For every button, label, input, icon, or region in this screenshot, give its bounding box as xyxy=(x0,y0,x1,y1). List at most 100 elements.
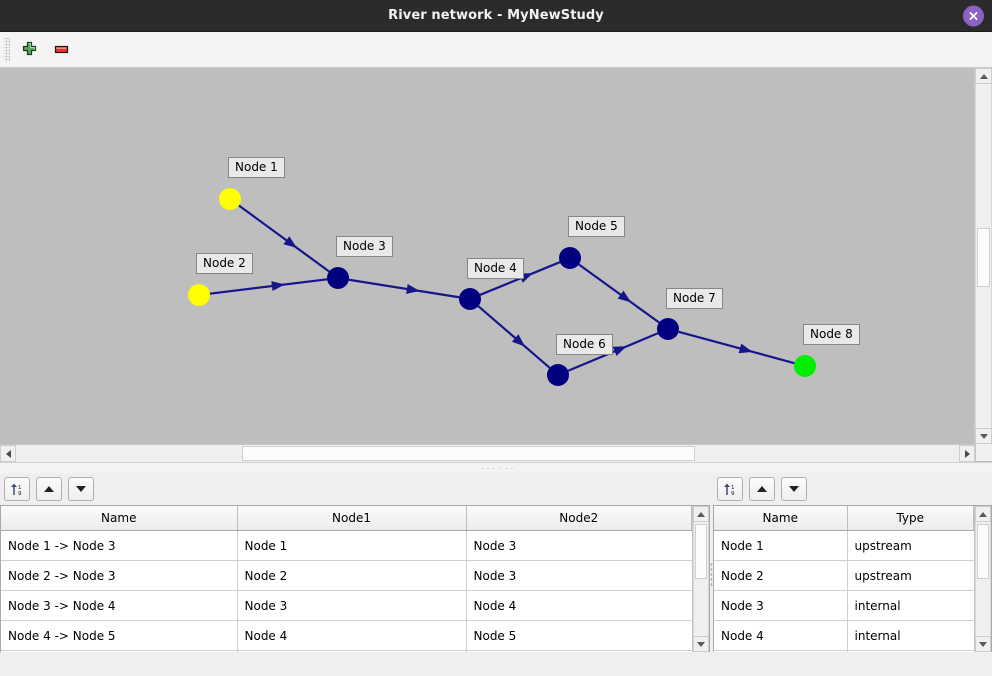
node-row-cell-name[interactable]: Node 1 xyxy=(714,530,848,561)
add-node-button[interactable] xyxy=(13,35,45,65)
reaches-scroll-down-button[interactable] xyxy=(693,636,709,652)
delete-node-button[interactable] xyxy=(45,35,77,65)
reach-row-cell-name[interactable]: Node 3 -> Node 4 xyxy=(1,590,238,621)
canvas-scroll-right-button[interactable] xyxy=(959,445,975,462)
nodes-vertical-track[interactable] xyxy=(975,522,991,636)
reaches-vertical-track[interactable] xyxy=(693,522,709,636)
canvas-horizontal-track[interactable] xyxy=(16,445,959,462)
node-row-cell-name[interactable]: Node 4 xyxy=(714,620,848,651)
svg-text:1: 1 xyxy=(18,485,22,491)
nodes-scroll-down-button[interactable] xyxy=(975,636,991,652)
node-row-cell-type[interactable]: internal xyxy=(847,620,974,651)
reaches-vertical-thumb[interactable] xyxy=(695,524,707,579)
graph-node[interactable] xyxy=(459,288,481,310)
graph-node[interactable] xyxy=(327,267,349,289)
graph-node[interactable] xyxy=(188,284,210,306)
nodes-scroll-up-button[interactable] xyxy=(975,506,991,522)
close-button[interactable] xyxy=(963,5,984,26)
nodes-move-up-button[interactable] xyxy=(749,477,775,501)
graph-edge[interactable] xyxy=(238,204,330,273)
reaches-col-node2[interactable]: Node2 xyxy=(466,506,692,531)
nodes-toolbar: 1 9 xyxy=(713,473,992,505)
canvas-horizontal-thumb[interactable] xyxy=(242,446,695,461)
reaches-move-down-button[interactable] xyxy=(68,477,94,501)
nodes-sort-button[interactable]: 1 9 xyxy=(717,477,743,501)
canvas-vertical-track[interactable] xyxy=(975,84,992,428)
graph-edge[interactable] xyxy=(678,330,795,365)
nodes-col-name[interactable]: Name xyxy=(714,506,848,531)
graph-node[interactable] xyxy=(219,188,241,210)
river-network-canvas[interactable]: Node 1 Node 2 Node 3 Node 4 Node 5 Node 6 Node… xyxy=(0,68,974,444)
graph-node-label[interactable]: Node 4 xyxy=(467,258,524,279)
reach-row-cell-name[interactable]: Node 1 -> Node 3 xyxy=(1,530,238,561)
reaches-sort-button[interactable]: 1 9 xyxy=(4,477,30,501)
graph-edge[interactable] xyxy=(567,332,659,372)
graph-node-label[interactable]: Node 1 xyxy=(228,157,285,178)
nodes-vertical-scrollbar[interactable] xyxy=(974,506,991,652)
reaches-col-node1[interactable]: Node1 xyxy=(237,506,467,531)
graph-edge[interactable] xyxy=(578,263,660,324)
node-row-cell-name[interactable]: Node 2 xyxy=(714,560,848,591)
reach-row-cell-name[interactable]: Node 4 -> Node 5 xyxy=(1,620,238,651)
canvas-scroll-down-button[interactable] xyxy=(975,428,992,444)
graph-node-label[interactable]: Node 2 xyxy=(196,253,253,274)
reaches-col-name[interactable]: Name xyxy=(1,506,238,531)
reach-row-cell-name[interactable]: Node 2 -> Node 3 xyxy=(1,560,238,591)
graph-edge[interactable] xyxy=(348,278,460,299)
canvas-scroll-left-button[interactable] xyxy=(0,445,16,462)
edge-arrow-icon xyxy=(738,343,753,354)
nodes-move-down-button[interactable] xyxy=(781,477,807,501)
vertical-splitter[interactable] xyxy=(710,473,713,676)
reach-row-cell-node2[interactable]: Node 3 xyxy=(466,530,692,561)
graph-node-label[interactable]: Node 8 xyxy=(803,324,860,345)
graph-node[interactable] xyxy=(657,318,679,340)
canvas-horizontal-scrollbar[interactable] xyxy=(0,444,975,462)
reach-row-cell-node2[interactable]: Node 4 xyxy=(466,590,692,621)
reaches-scroll-up-button[interactable] xyxy=(693,506,709,522)
reach-row-cell-node1[interactable]: Node 3 xyxy=(237,590,467,621)
graph-node-label[interactable]: Node 5 xyxy=(568,216,625,237)
toolbar-grip[interactable] xyxy=(4,37,10,62)
graph-node-label[interactable]: Node 6 xyxy=(556,334,613,355)
canvas-vertical-scrollbar[interactable] xyxy=(974,68,992,444)
graph-node-label[interactable]: Node 3 xyxy=(336,236,393,257)
arrow-up-icon xyxy=(757,486,767,492)
graph-node[interactable] xyxy=(559,247,581,269)
node-row-cell-type[interactable]: upstream xyxy=(847,560,974,591)
nodes-header-row: Name Type xyxy=(714,506,974,531)
nodes-vertical-thumb[interactable] xyxy=(977,524,989,579)
canvas-scroll-up-button[interactable] xyxy=(975,68,992,84)
graph-node[interactable] xyxy=(794,355,816,377)
reaches-move-up-button[interactable] xyxy=(36,477,62,501)
reach-row-cell-node1[interactable]: Node 1 xyxy=(237,530,467,561)
reach-row-empty xyxy=(1,650,692,652)
graph-node-label[interactable]: Node 7 xyxy=(666,288,723,309)
graph-edge[interactable] xyxy=(209,278,328,295)
reach-row-cell-node1[interactable]: Node 4 xyxy=(237,620,467,651)
node-row-cell-type[interactable]: upstream xyxy=(847,530,974,561)
graph-edge[interactable] xyxy=(477,305,551,369)
reach-row-cell-node1[interactable]: Node 2 xyxy=(237,560,467,591)
reach-row-cell-node2[interactable]: Node 5 xyxy=(466,620,692,651)
graph-node[interactable] xyxy=(547,364,569,386)
nodes-col-type[interactable]: Type xyxy=(847,506,974,531)
arrow-down-icon xyxy=(789,486,799,492)
reaches-vertical-scrollbar[interactable] xyxy=(692,506,709,652)
reach-row-cell-node2[interactable]: Node 3 xyxy=(466,560,692,591)
canvas-vertical-thumb[interactable] xyxy=(977,228,990,287)
node-row-cell-name[interactable]: Node 3 xyxy=(714,590,848,621)
horizontal-splitter[interactable] xyxy=(0,462,992,473)
node-row-cell-type[interactable]: internal xyxy=(847,590,974,621)
